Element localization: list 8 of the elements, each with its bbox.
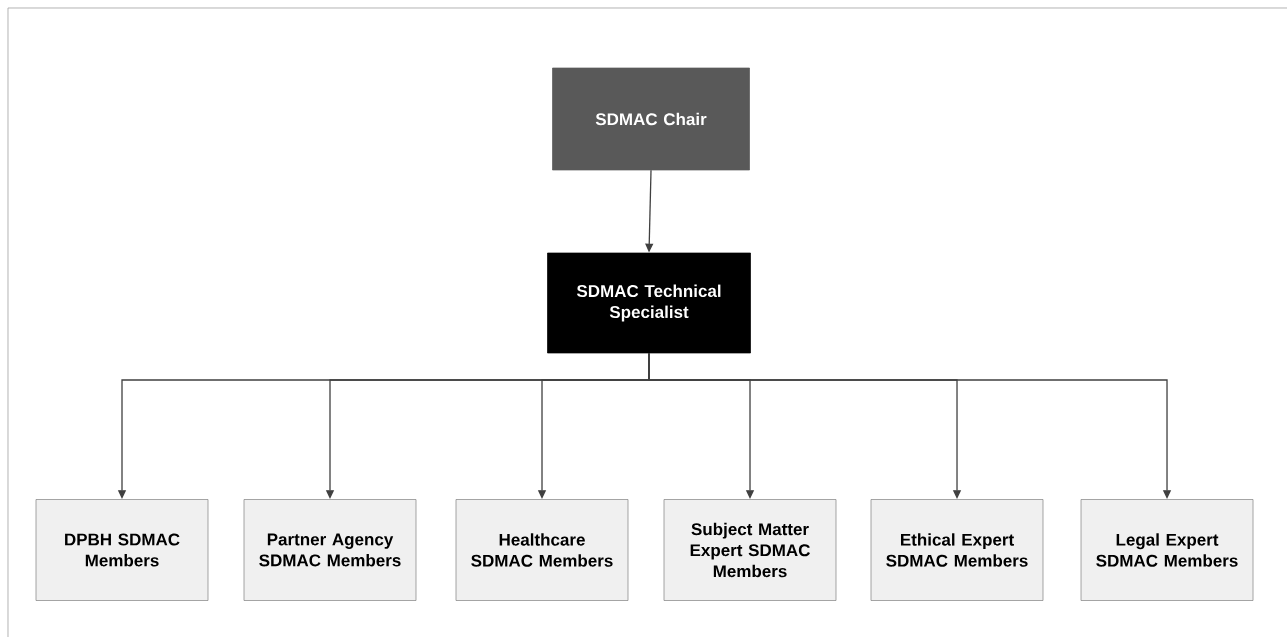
member-box: Healthcare SDMAC Members bbox=[455, 499, 629, 601]
member-box: Legal Expert SDMAC Members bbox=[1080, 499, 1254, 601]
member-box: Subject Matter Expert SDMAC Members bbox=[663, 499, 837, 601]
role-box: SDMAC Chair bbox=[552, 67, 750, 171]
member-box: DPBH SDMAC Members bbox=[35, 499, 209, 601]
member-box: Ethical Expert SDMAC Members bbox=[870, 499, 1044, 601]
member-box: Partner Agency SDMAC Members bbox=[243, 499, 417, 601]
role-box: SDMAC Technical Specialist bbox=[547, 252, 751, 354]
